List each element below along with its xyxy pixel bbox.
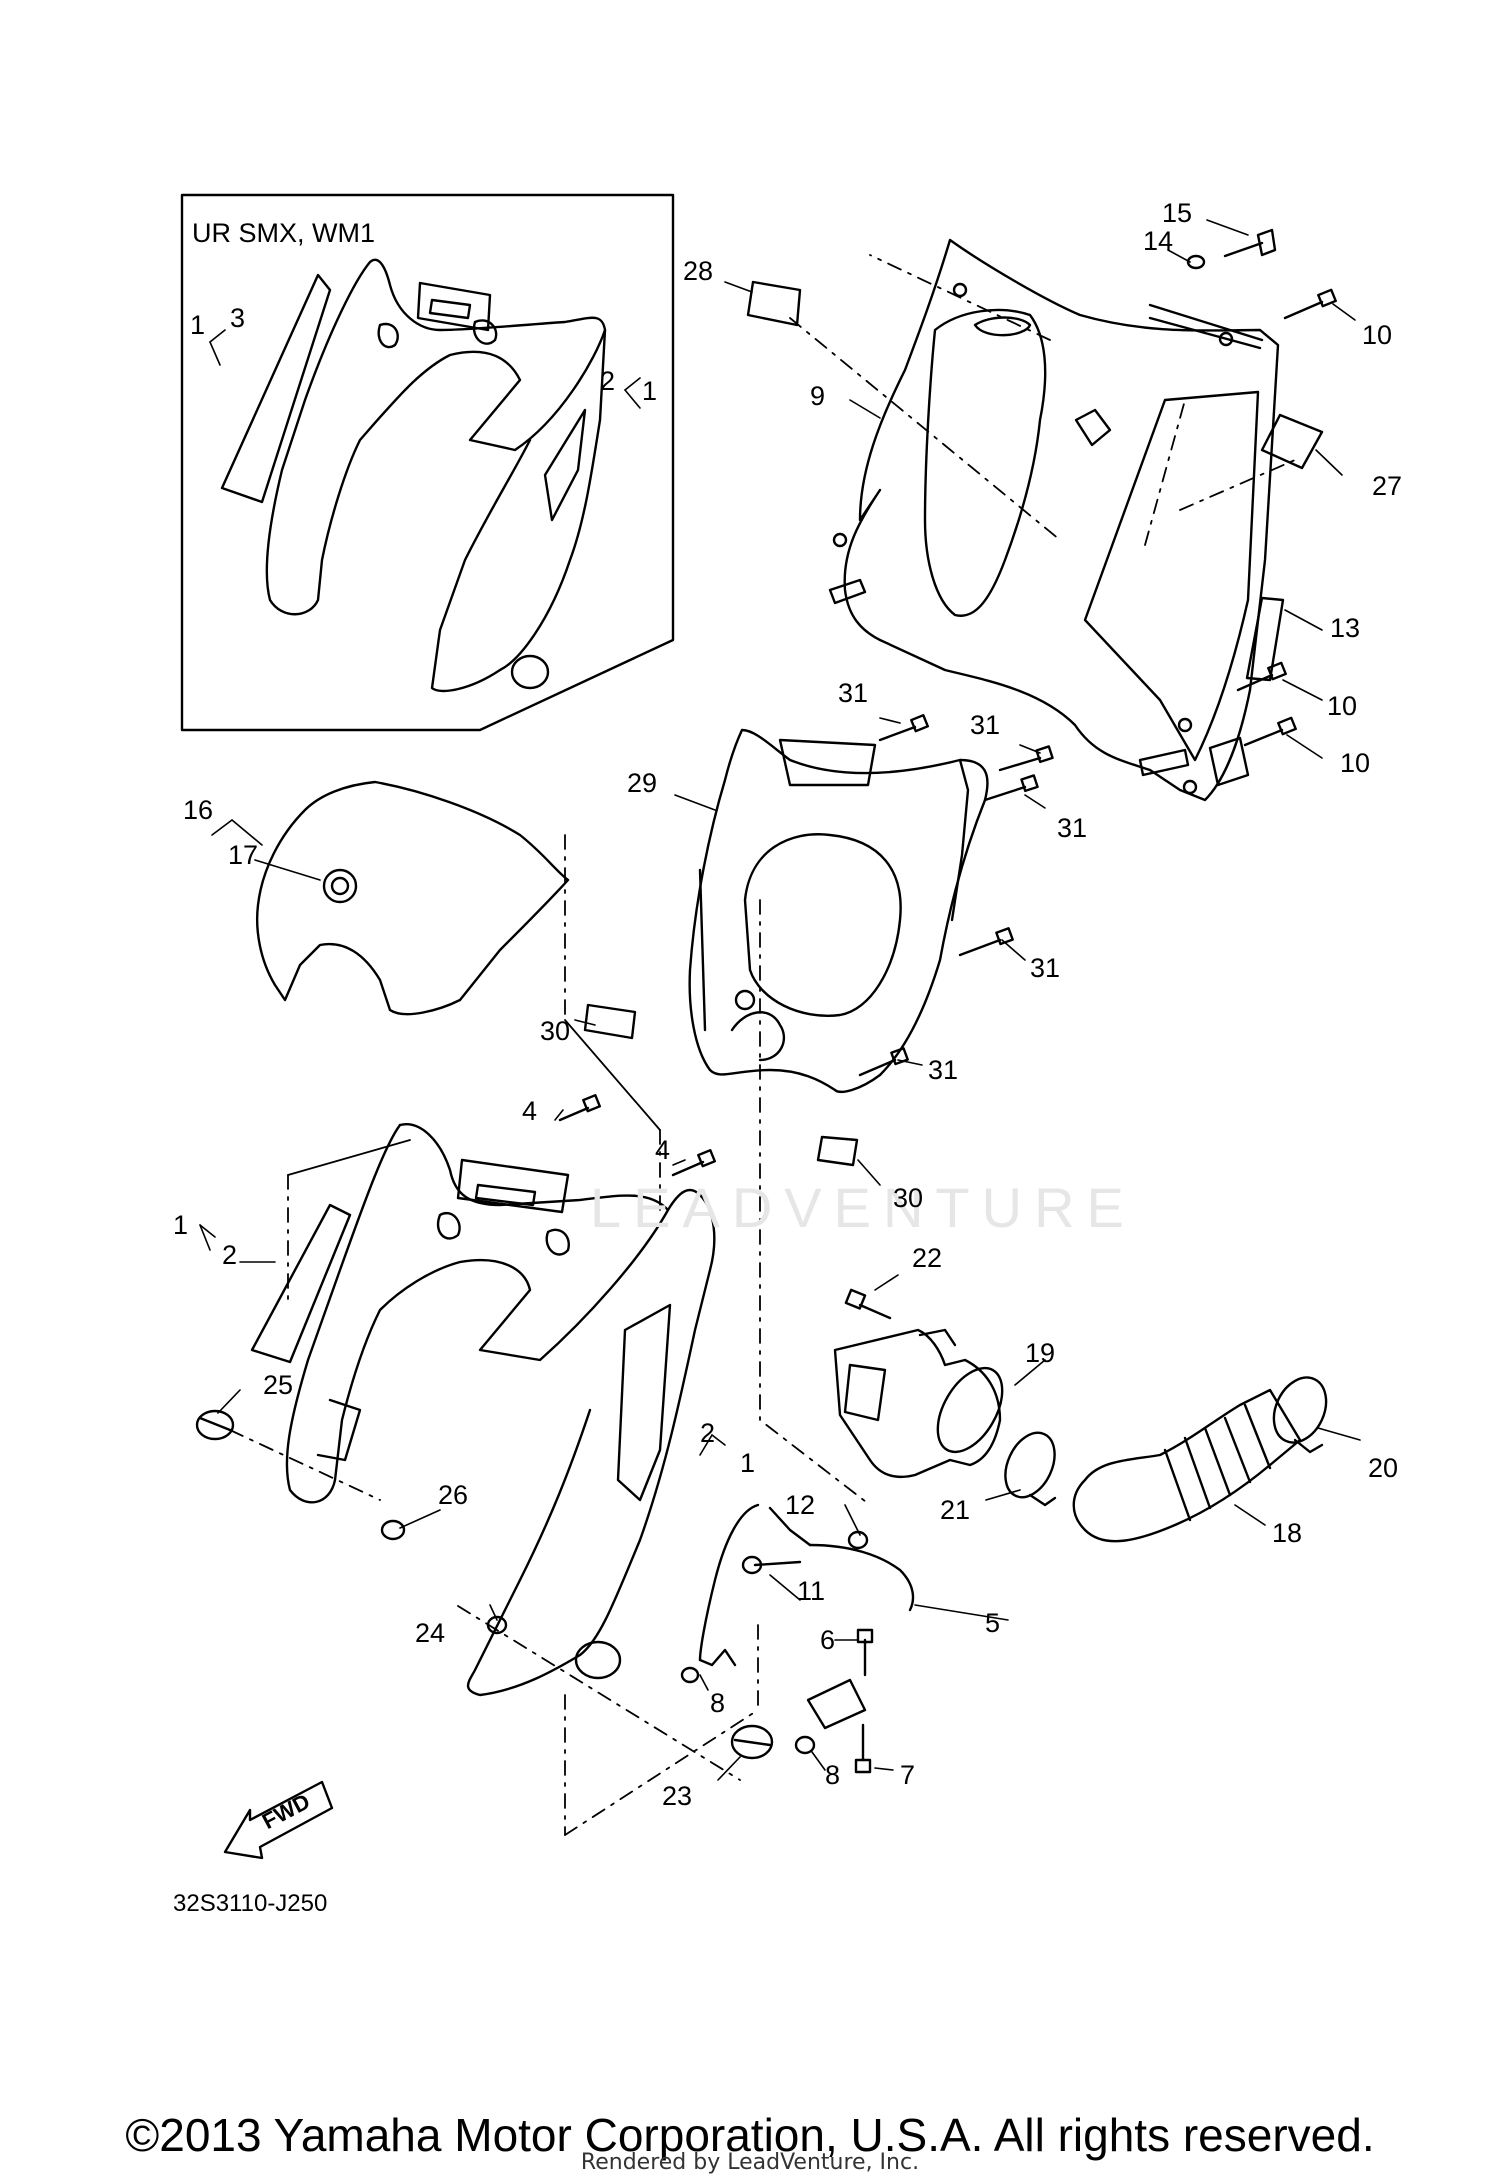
- emblem-panel: [255, 780, 570, 1016]
- callout-label: 16: [183, 795, 214, 825]
- callout-label: 30: [540, 1016, 571, 1046]
- diagram-code: 32S3110-J250: [173, 1890, 328, 1917]
- callout-label: 25: [263, 1370, 294, 1400]
- callout-label: 28: [683, 256, 714, 286]
- callout-label: 4: [655, 1135, 671, 1165]
- callout-label: 6: [820, 1625, 836, 1655]
- callout-label: 30: [893, 1183, 924, 1213]
- callout-label: 1: [740, 1448, 756, 1478]
- callout-label: 31: [1057, 813, 1088, 843]
- callout-label: 19: [1025, 1338, 1056, 1368]
- callout-label: 31: [838, 678, 869, 708]
- inset-frame: [180, 193, 675, 732]
- plate-30-b: [816, 1135, 859, 1167]
- intake-duct: [833, 1328, 1004, 1479]
- inner-cover: [828, 238, 1280, 802]
- plate-30-a: [583, 1003, 637, 1040]
- bolt-31-d: [958, 927, 1014, 957]
- callout-label: 31: [970, 710, 1001, 740]
- collar-8-b: [794, 1735, 816, 1755]
- rendered-by-notice: Rendered by LeadVenture, Inc.: [580, 2150, 920, 2175]
- callout-label: 1: [173, 1210, 189, 1240]
- bolt-10-c: [1243, 716, 1297, 747]
- washer-14: [1186, 254, 1206, 270]
- callout-label: 4: [522, 1096, 538, 1126]
- bolt-31-c: [983, 774, 1039, 802]
- callout-label: 10: [1362, 320, 1393, 350]
- bolt-15: [1223, 228, 1277, 258]
- callout-label: 11: [797, 1576, 826, 1606]
- callout-label: 31: [928, 1055, 959, 1085]
- callout-label: 29: [627, 768, 658, 798]
- clamp-21: [1004, 1431, 1057, 1507]
- callout-label: 9: [810, 381, 826, 411]
- bracket-7: [806, 1678, 872, 1774]
- copyright-notice: ©2013 Yamaha Motor Corporation, U.S.A. A…: [125, 2109, 1375, 2161]
- bolt-6: [856, 1628, 874, 1677]
- bolt-31-a: [878, 713, 930, 742]
- bolt-22: [844, 1288, 892, 1320]
- grommet-25: [195, 1409, 235, 1441]
- decal-27: [1260, 413, 1324, 470]
- inset-front-cover: [265, 258, 607, 693]
- inset-decal: [220, 273, 332, 504]
- bolt-31-b: [998, 745, 1054, 772]
- decal-2: [250, 1203, 352, 1364]
- bolt-11: [741, 1555, 802, 1575]
- bolt-4-a: [558, 1093, 602, 1122]
- watermark-text: LEADVENTURE: [590, 1176, 1136, 1239]
- callout-label: 27: [1372, 471, 1403, 501]
- bolt-10-b: [1236, 661, 1287, 692]
- callout-label: 15: [1162, 198, 1193, 228]
- callout-label: 23: [662, 1781, 693, 1811]
- callout-label: 1: [190, 310, 206, 340]
- callout-label: 2: [600, 366, 616, 396]
- callout-label: 1: [642, 376, 658, 406]
- callout-label: 21: [940, 1495, 971, 1525]
- callout-label: 12: [785, 1490, 816, 1520]
- callout-label: 2: [222, 1240, 238, 1270]
- callout-label: 10: [1327, 691, 1358, 721]
- callout-label: 18: [1272, 1518, 1303, 1548]
- callout-label: 31: [1030, 953, 1061, 983]
- callout-label: 22: [912, 1243, 943, 1273]
- nut-12: [847, 1530, 869, 1550]
- front-cover: [285, 1123, 716, 1697]
- callout-label: 14: [1143, 226, 1174, 256]
- bolt-31-e: [858, 1047, 909, 1077]
- collar-8-a: [680, 1666, 700, 1684]
- clamp-20: [1272, 1376, 1328, 1454]
- callout-label: 2: [700, 1418, 716, 1448]
- callout-label: 20: [1368, 1453, 1399, 1483]
- callout-label: 24: [415, 1618, 446, 1648]
- callout-label: 10: [1340, 748, 1371, 778]
- mid-cover: [688, 728, 989, 1094]
- callout-label: 5: [985, 1608, 1001, 1638]
- bracket-5: [698, 1503, 915, 1667]
- callout-label: 26: [438, 1480, 469, 1510]
- callout-label: 13: [1330, 613, 1361, 643]
- grommet-24: [486, 1615, 508, 1635]
- hose-18: [1072, 1388, 1302, 1543]
- grommet-26: [380, 1519, 406, 1541]
- callout-label: 8: [710, 1688, 726, 1718]
- decal-28: [746, 280, 802, 327]
- callout-label: 7: [900, 1760, 916, 1790]
- bolt-4-b: [671, 1148, 717, 1177]
- grommet-23: [730, 1724, 774, 1760]
- decal-13: [1245, 596, 1285, 682]
- fwd-arrow: [223, 1780, 334, 1860]
- callout-label: 17: [228, 840, 259, 870]
- inset-title: UR SMX, WM1: [192, 218, 376, 248]
- callout-label: 8: [825, 1760, 841, 1790]
- bolt-10-a: [1283, 288, 1337, 320]
- callout-label: 3: [230, 303, 246, 333]
